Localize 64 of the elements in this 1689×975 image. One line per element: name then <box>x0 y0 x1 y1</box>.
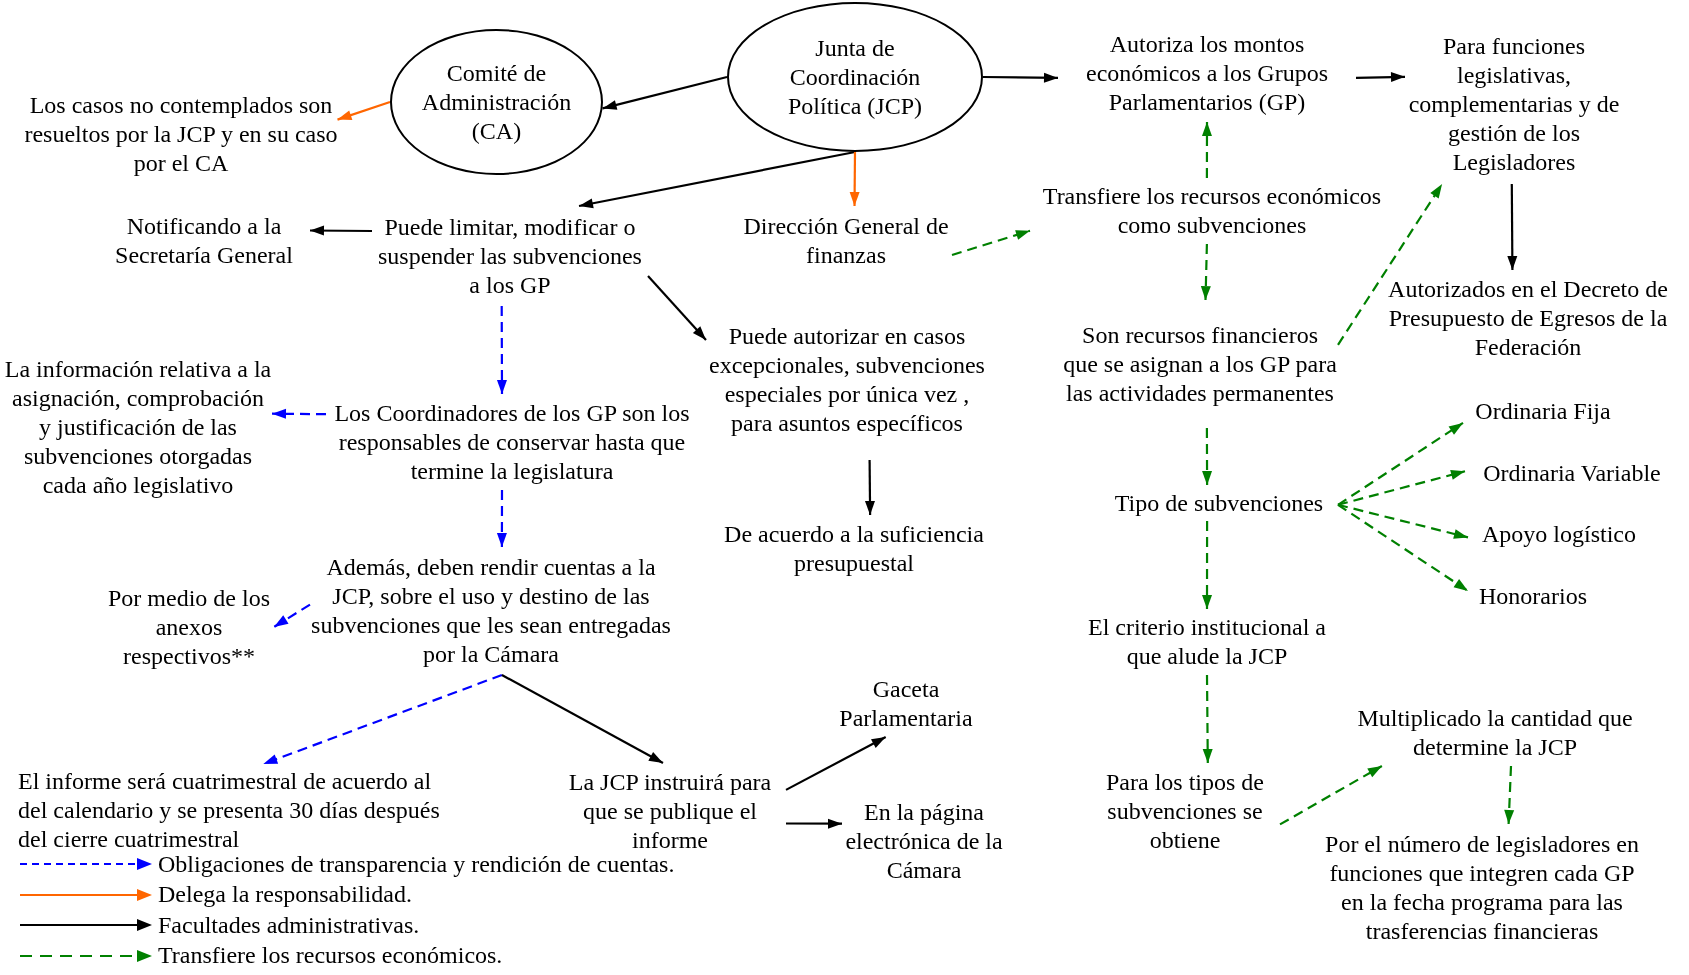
arrow <box>1200 243 1211 301</box>
arrow <box>273 603 311 628</box>
arrow <box>337 100 391 121</box>
node-text: La información relativa a la asignación, comprobación y justificación de las subvenciones otorgadas cada año legislativo <box>4 332 272 522</box>
node-text: Apoyo logístico <box>1468 517 1650 551</box>
legend-label: Delega la responsabilidad. <box>158 880 412 909</box>
arrow <box>1202 521 1212 609</box>
arrow <box>951 229 1031 257</box>
node-text: En la página electrónica de la Cámara <box>842 793 1006 889</box>
arrow <box>1337 470 1466 506</box>
node-text: Transfiere los recursos económicos como subvenciones <box>1030 178 1394 244</box>
node-text: Ordinaria Variable <box>1465 456 1679 490</box>
arrow <box>272 408 326 419</box>
arrow <box>310 225 372 236</box>
node-label: Comité de Administración (CA) <box>420 58 573 146</box>
node-text: Para funciones legislativas, complementarias y de gestión de los Legisladores <box>1405 24 1623 184</box>
ellipse-node <box>727 2 983 152</box>
arrow <box>1337 422 1464 506</box>
node-text: De acuerdo a la suficiencia presupuestal <box>720 515 988 583</box>
arrow <box>1504 765 1515 825</box>
arrow <box>1279 765 1383 826</box>
node-text: Tipo de subvenciones <box>1100 485 1338 521</box>
node-text: Autoriza los montos económicos a los Grupos Parlamentarios (GP) <box>1058 24 1356 122</box>
arrow <box>496 490 507 547</box>
arrow <box>785 736 887 791</box>
node-text: Multiplicado la cantidad que determine la JCP <box>1350 700 1640 766</box>
arrow <box>1337 183 1444 346</box>
node-text: Puede limitar, modificar o suspender las subvenciones a los GP <box>372 206 648 306</box>
arrow <box>849 152 860 206</box>
node-text: Puede autorizar en casos excepcionales, subvenciones especiales por única vez , para asuntos específicos <box>706 300 988 460</box>
arrow <box>1337 503 1469 592</box>
ellipse-node <box>390 29 603 175</box>
arrow <box>1202 675 1213 763</box>
node-text: Dirección General de finanzas <box>740 206 952 276</box>
node-text: Por medio de los anexos respectivos** <box>104 579 274 675</box>
node-text: Son recursos financieros que se asignan a los GP para las actividades permanentes <box>1062 300 1338 428</box>
arrow <box>864 460 875 515</box>
arrow <box>647 275 707 341</box>
node-text: Ordinaria Fija <box>1463 394 1623 428</box>
node-text: Gaceta Parlamentaria <box>828 671 984 737</box>
node-text: Los Coordinadores de los GP son los responsables de conservar hasta que termine la legislatura <box>326 394 698 490</box>
node-text: Honorarios <box>1468 579 1598 613</box>
node-text: Por el número de legisladores en funciones que integren cada GP en la fecha programa para las trasferencias financieras <box>1316 824 1648 952</box>
arrow <box>786 818 842 829</box>
arrow <box>501 674 664 764</box>
arrow <box>578 150 856 209</box>
node-text: Para los tipos de subvenciones se obtiene <box>1090 763 1280 859</box>
arrow <box>1355 72 1406 83</box>
arrow <box>1202 122 1212 178</box>
node-label: Junta de Coordinación Política (JCP) <box>787 33 923 121</box>
arrow <box>1202 428 1213 485</box>
node-text: Autorizados en el Decreto de Presupuesto de Egresos de la Federación <box>1372 270 1684 366</box>
node-text: Los casos no contemplados son resueltos por la JCP y en su caso por el CA <box>18 86 344 182</box>
node-text: El criterio institucional a que alude la JCP <box>1080 609 1334 675</box>
legend-label: Transfiere los recursos económicos. <box>158 941 503 970</box>
node-text: Notificando a la Secretaría General <box>98 206 310 276</box>
arrow <box>602 75 728 110</box>
arrow <box>496 306 507 394</box>
legend-label: Facultades administrativas. <box>158 910 420 940</box>
arrow <box>983 72 1058 83</box>
arrow <box>262 673 503 766</box>
arrow <box>1337 503 1469 539</box>
node-text: Además, deben rendir cuentas a la JCP, sobre el uso y destino de las subvenciones que les sean entregadas por la Cámara <box>310 547 672 675</box>
arrow <box>1507 184 1518 270</box>
